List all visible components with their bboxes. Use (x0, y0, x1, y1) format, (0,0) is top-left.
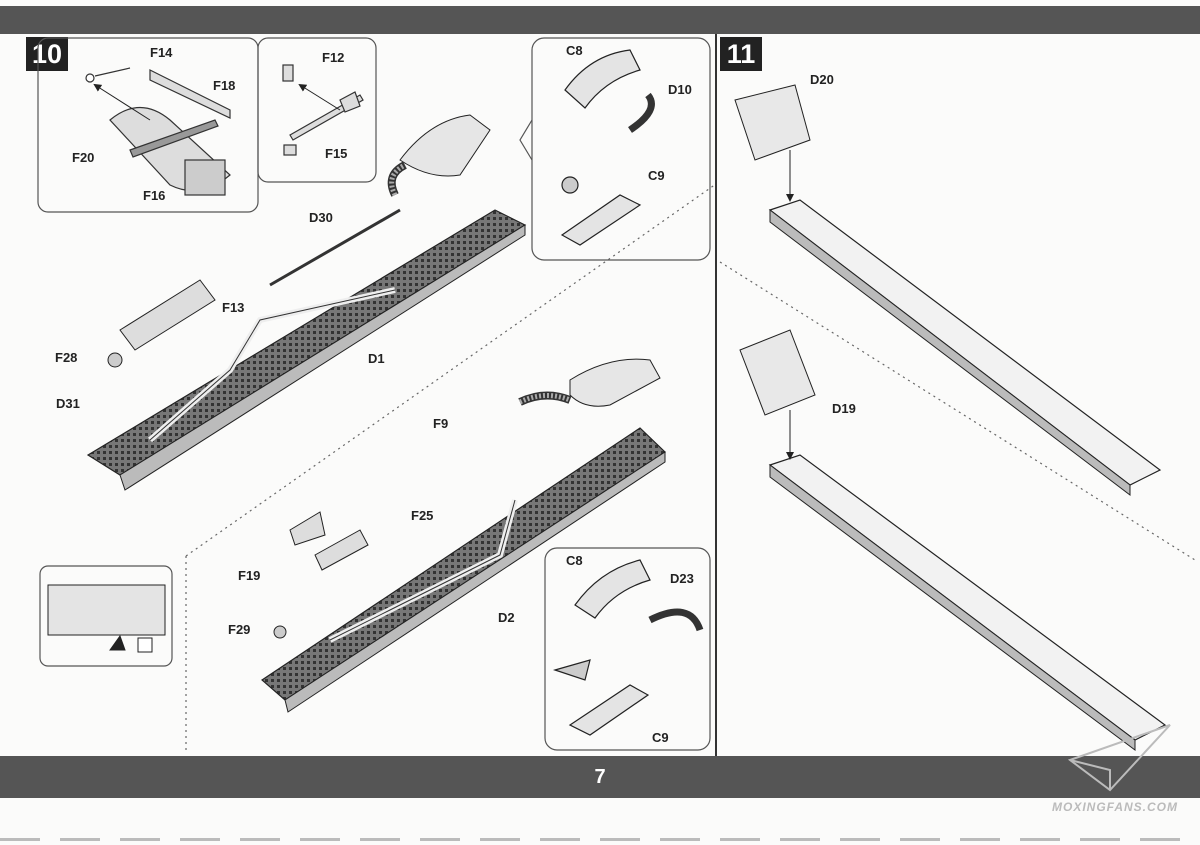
page-number: 7 (594, 766, 606, 788)
muffler-inset-top-drawing (560, 49, 655, 246)
chassis-step11-upper (734, 84, 1162, 497)
bottom-stripe-decoration (0, 838, 1200, 841)
label-d30: D30 (309, 210, 333, 225)
chassis-upper (86, 114, 527, 491)
watermark-plane-icon (1067, 724, 1171, 792)
label-d2: D2 (498, 610, 515, 625)
chassis-lower (261, 358, 666, 713)
label-f14: F14 (150, 45, 173, 60)
frame-part-drawing (85, 67, 231, 196)
label-d19: D19 (832, 401, 856, 416)
step-number-11: 11 (720, 37, 762, 71)
detail-inset-drawing (47, 584, 166, 653)
label-d20: D20 (810, 72, 834, 87)
label-d23: D23 (670, 571, 694, 586)
muffler-inset-bottom-drawing (552, 559, 704, 736)
linkage-part-drawing (282, 64, 364, 156)
label-f19: F19 (238, 568, 260, 583)
label-f20: F20 (72, 150, 94, 165)
label-c8-bottom: C8 (566, 553, 583, 568)
label-c8-top: C8 (566, 43, 583, 58)
label-f16: F16 (143, 188, 165, 203)
chassis-step11-lower (739, 329, 1167, 751)
label-f28: F28 (55, 350, 77, 365)
inset-box-muffler-bottom (544, 547, 711, 751)
label-c9-bottom: C9 (652, 730, 669, 745)
label-f25: F25 (411, 508, 433, 523)
label-f15: F15 (325, 146, 347, 161)
label-d31: D31 (56, 396, 80, 411)
watermark-text: MOXINGFANS.COM (1051, 800, 1178, 814)
label-c9-top: C9 (648, 168, 665, 183)
column-divider (715, 34, 717, 756)
label-d10: D10 (668, 82, 692, 97)
label-f18: F18 (213, 78, 235, 93)
inset-box-detail (39, 565, 173, 667)
label-d1: D1 (368, 351, 385, 366)
inset-box-muffler-top (531, 37, 711, 261)
label-f9: F9 (433, 416, 448, 431)
label-f12: F12 (322, 50, 344, 65)
label-f13: F13 (222, 300, 244, 315)
inset-box-linkage (257, 37, 377, 183)
bottom-footer-band (0, 756, 1200, 798)
label-f29: F29 (228, 622, 250, 637)
top-header-band (0, 6, 1200, 34)
step-number-10: 10 (26, 37, 68, 71)
